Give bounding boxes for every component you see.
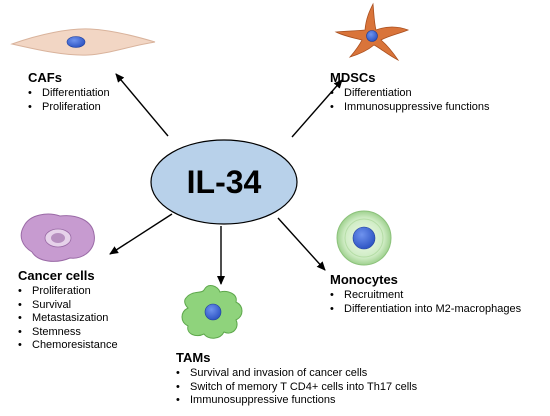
tams-title: TAMs [176, 350, 211, 365]
list-item: Metastasization [18, 312, 118, 326]
list-item: Differentiation into M2-macrophages [330, 303, 521, 317]
cancer-cells-title: Cancer cells [18, 268, 95, 283]
monocyte-cell-icon [336, 210, 392, 266]
monocytes-title: Monocytes [330, 272, 398, 287]
list-item: Survival [18, 299, 118, 313]
arrow-to-monocytes [277, 217, 326, 271]
cancer-cells-list: Proliferation Survival Metastasization S… [18, 285, 118, 353]
mdscs-title: MDSCs [330, 70, 376, 85]
list-item: Recruitment [330, 289, 521, 303]
arrow-to-cancer-cells [109, 213, 173, 255]
il34-ellipse [150, 139, 298, 225]
list-item: Stemness [18, 326, 118, 340]
center-label: IL-34 [186, 163, 262, 200]
list-item: Differentiation [28, 87, 110, 101]
arrows [109, 73, 343, 285]
list-item: Differentiation [330, 87, 490, 101]
list-item: Proliferation [28, 101, 110, 115]
tams-list: Survival and invasion of cancer cells Sw… [176, 367, 417, 408]
list-item: Immunosuppressive functions [330, 101, 490, 115]
arrow-to-cafs [115, 73, 169, 137]
caf-cell-icon [10, 28, 156, 56]
cafs-list: Differentiation Proliferation [28, 87, 110, 114]
mdscs-list: Differentiation Immunosuppressive functi… [330, 87, 490, 114]
list-item: Chemoresistance [18, 339, 118, 353]
monocytes-block: Monocytes Recruitment Differentiation in… [330, 272, 521, 316]
mdscs-block: MDSCs Differentiation Immunosuppressive … [330, 70, 490, 114]
list-item: Proliferation [18, 285, 118, 299]
tam-cell-icon [181, 285, 243, 339]
cancer-cells-block: Cancer cells Proliferation Survival Meta… [18, 268, 118, 353]
monocytes-list: Recruitment Differentiation into M2-macr… [330, 289, 521, 316]
cancer-cell-icon [20, 213, 95, 262]
cafs-title: CAFs [28, 70, 62, 85]
cafs-block: CAFs Differentiation Proliferation [28, 70, 110, 114]
list-item: Immunosuppressive functions [176, 394, 417, 408]
list-item: Survival and invasion of cancer cells [176, 367, 417, 381]
list-item: Switch of memory T CD4+ cells into Th17 … [176, 381, 417, 395]
mdsc-cell-icon [334, 2, 410, 62]
tams-block: TAMs Survival and invasion of cancer cel… [176, 350, 417, 408]
